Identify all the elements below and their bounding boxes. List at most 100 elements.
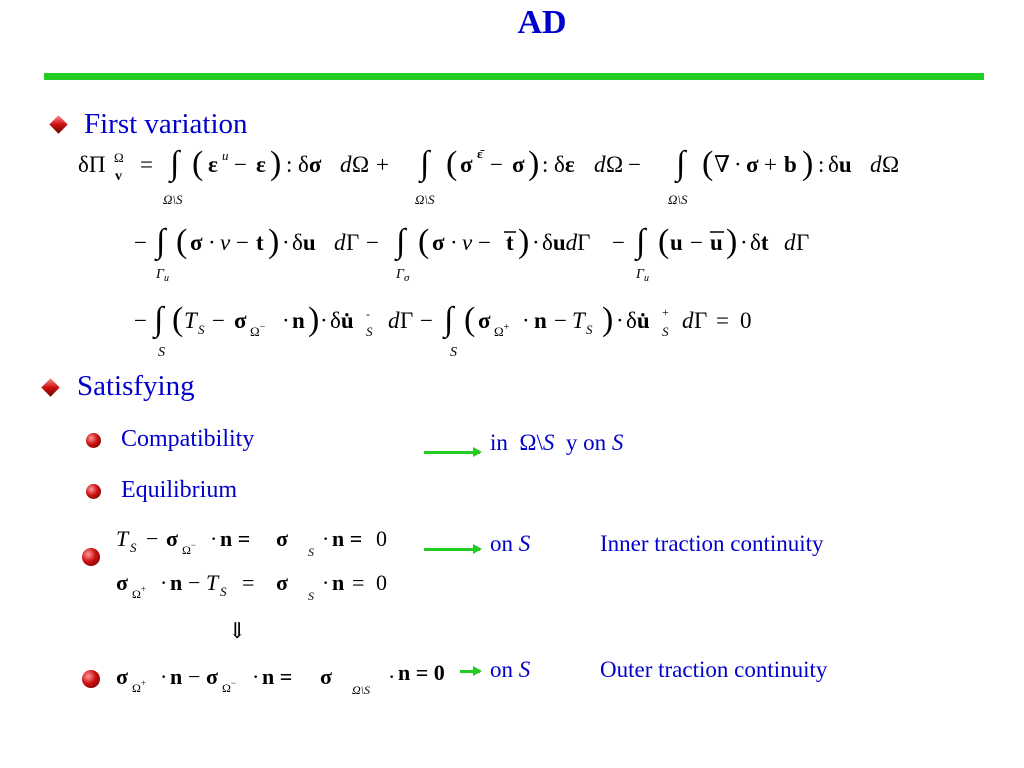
svg-text:·: ·: [734, 152, 742, 177]
svg-text:): ): [518, 223, 529, 260]
diamond-bullet-icon: [41, 378, 60, 397]
outer-traction-label: Outer traction continuity: [600, 657, 828, 682]
svg-text:n =: n =: [220, 526, 250, 551]
svg-text:n: n: [534, 308, 547, 333]
svg-text:): ): [726, 223, 737, 260]
svg-text:δu: δu: [292, 230, 316, 255]
svg-text:Ω+: Ω+: [132, 584, 146, 601]
ball-bullet-icon: [86, 433, 101, 448]
svg-text:): ): [528, 145, 539, 182]
svg-text:·: ·: [282, 308, 290, 333]
traction-equations: T S − σ Ω− · n = σ S · n = 0 σ Ω+ · n − …: [116, 526, 395, 697]
item-equilibrium: Equilibrium: [121, 477, 237, 503]
svg-text:d: d: [594, 152, 606, 177]
svg-text:(: (: [702, 145, 713, 182]
diamond-bullet-icon: [49, 115, 68, 134]
svg-text:Ω: Ω: [882, 152, 899, 177]
svg-text:σ: σ: [234, 308, 247, 333]
svg-text:Ω: Ω: [114, 150, 124, 165]
svg-text:δu̇: δu̇: [626, 308, 650, 333]
svg-text:d: d: [870, 152, 882, 177]
svg-text:S: S: [366, 324, 373, 339]
implies-arrow: ⇓: [228, 618, 246, 643]
svg-text:∇: ∇: [714, 152, 730, 177]
svg-text:∫: ∫: [634, 223, 648, 262]
svg-text:−: −: [478, 230, 491, 255]
svg-text:σ: σ: [512, 152, 525, 177]
svg-text:(: (: [176, 223, 187, 260]
svg-text:∫: ∫: [418, 145, 432, 184]
slide-title: AD: [517, 4, 567, 41]
svg-text:δudΓ: δudΓ: [542, 230, 590, 255]
svg-text:T: T: [206, 570, 220, 595]
svg-text:·: ·: [320, 308, 328, 333]
svg-text:0: 0: [740, 308, 752, 333]
inner-traction-label: Inner traction continuity: [600, 531, 824, 556]
ball-bullet-icon: [82, 670, 100, 688]
svg-text:σ: σ: [276, 526, 288, 551]
svg-text:·: ·: [450, 230, 458, 255]
svg-text:−: −: [134, 230, 147, 255]
eq1-lhs: δΠ: [78, 152, 105, 177]
svg-text:): ): [308, 301, 319, 338]
svg-text:−: −: [490, 152, 503, 177]
svg-text:(: (: [172, 301, 183, 338]
svg-text:Ω\S: Ω\S: [163, 192, 183, 207]
svg-text:ν: ν: [462, 230, 473, 255]
svg-text:σ: σ: [206, 664, 218, 689]
svg-text:∫: ∫: [154, 223, 168, 262]
svg-text:(: (: [446, 145, 457, 182]
svg-text:∫: ∫: [442, 301, 456, 340]
svg-text:−: −: [628, 152, 641, 177]
svg-text:(: (: [418, 223, 429, 260]
svg-text:+: +: [662, 305, 669, 319]
outer-on-s: on S: [490, 657, 531, 682]
svg-text:t: t: [256, 230, 264, 255]
svg-text:Ω\S: Ω\S: [668, 192, 688, 207]
title-rule: [44, 73, 984, 80]
svg-text:σ: σ: [116, 570, 128, 595]
svg-text:0: 0: [376, 526, 387, 551]
svg-text:b: b: [784, 152, 797, 177]
svg-text:S: S: [308, 545, 314, 559]
section-first-variation: First variation: [84, 108, 248, 140]
svg-text::: :: [542, 152, 548, 177]
svg-text:Ω: Ω: [352, 152, 369, 177]
svg-text:S: S: [450, 345, 457, 360]
svg-text:·: ·: [532, 230, 540, 255]
section-satisfying: Satisfying: [77, 370, 195, 402]
svg-text:T: T: [572, 308, 587, 333]
svg-text:(: (: [464, 301, 475, 338]
svg-text:=: =: [716, 308, 729, 333]
svg-text:σ: σ: [320, 664, 332, 689]
svg-text:n =: n =: [262, 664, 292, 689]
svg-text:·: ·: [616, 308, 624, 333]
svg-text:): ): [602, 301, 613, 338]
svg-text:Γ: Γ: [400, 308, 413, 333]
svg-text:n: n: [292, 308, 305, 333]
svg-text:∫: ∫: [674, 145, 688, 184]
svg-text:σ: σ: [190, 230, 203, 255]
svg-text:·: ·: [208, 230, 216, 255]
ball-bullet-icon: [86, 484, 101, 499]
svg-text::: :: [818, 152, 824, 177]
svg-text:−: −: [366, 230, 379, 255]
svg-text:·: ·: [210, 526, 217, 551]
svg-text:−: −: [188, 570, 200, 595]
svg-text:=: =: [140, 152, 153, 177]
svg-text:u: u: [710, 230, 723, 255]
svg-text:Ω\S: Ω\S: [352, 683, 370, 697]
svg-text:S: S: [662, 324, 669, 339]
svg-text:−: −: [212, 308, 225, 333]
svg-text:S: S: [308, 589, 314, 603]
svg-text:Γ: Γ: [346, 230, 359, 255]
svg-text:n: n: [170, 570, 182, 595]
svg-text:σ: σ: [166, 526, 178, 551]
svg-text:σ: σ: [116, 664, 128, 689]
svg-text:d: d: [388, 308, 400, 333]
item-compatibility: Compatibility: [121, 426, 255, 452]
svg-text:u: u: [670, 230, 683, 255]
svg-text:+: +: [764, 152, 777, 177]
ball-bullet-icon: [82, 548, 100, 566]
svg-text:t: t: [506, 230, 514, 255]
